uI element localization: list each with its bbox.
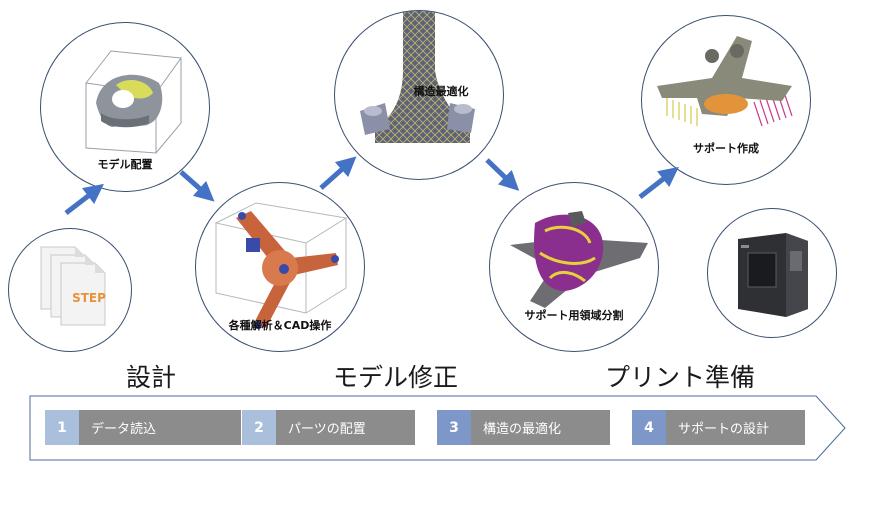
3d-printer-icon [738,233,808,317]
circle-label-analysis-cad: 各種解析＆CAD操作 [228,319,332,332]
circle-label-support-region: サポート用領域分割 [524,309,624,322]
circle-support-creation: サポート作成 [641,15,811,185]
printer-circle [707,208,837,338]
lattice-model-image [360,11,475,143]
analysis-model-image [214,202,348,329]
phase-label-print-prep: プリント準備 [605,363,756,392]
step-label: サポートの設計 [666,410,805,445]
step-1: 1 データ読込 [45,410,241,445]
step-2: 2 パーツの配置 [242,410,415,445]
step-number: 3 [437,410,471,445]
phase-label-model-fix: モデル修正 [333,363,459,392]
step-number: 1 [45,410,79,445]
step-3: 3 構造の最適化 [437,410,610,445]
circle-analysis-cad: 各種解析＆CAD操作 [195,182,365,352]
step-label: データ読込 [79,410,241,445]
step-number: 2 [242,410,276,445]
arrow-4 [485,158,520,191]
circle-support-region: サポート用領域分割 [489,182,659,352]
step-file-label: STEP [72,291,106,305]
step-label: 構造の最適化 [471,410,610,445]
circle-label-model-placement: モデル配置 [97,158,153,171]
circle-label-support-creation: サポート作成 [693,142,759,155]
arrow-3 [319,156,357,190]
support-model-image [657,36,793,127]
circle-model-placement: モデル配置 [40,22,210,192]
step-number: 4 [632,410,666,445]
circle-label-structure-optimization: 構造最適化 [413,85,469,98]
region-split-model-image [510,211,648,308]
phase-label-design: 設計 [126,363,177,392]
arrow-1 [64,183,104,215]
step-label: パーツの配置 [276,410,415,445]
step-4: 4 サポートの設計 [632,410,805,445]
part-model-image [85,50,182,154]
step-file-circle: STEP [8,228,132,352]
circle-structure-optimization: 構造最適化 [334,10,504,180]
document-stack-icon [40,246,106,326]
arrow-2 [179,170,215,202]
arrow-5 [638,166,679,199]
